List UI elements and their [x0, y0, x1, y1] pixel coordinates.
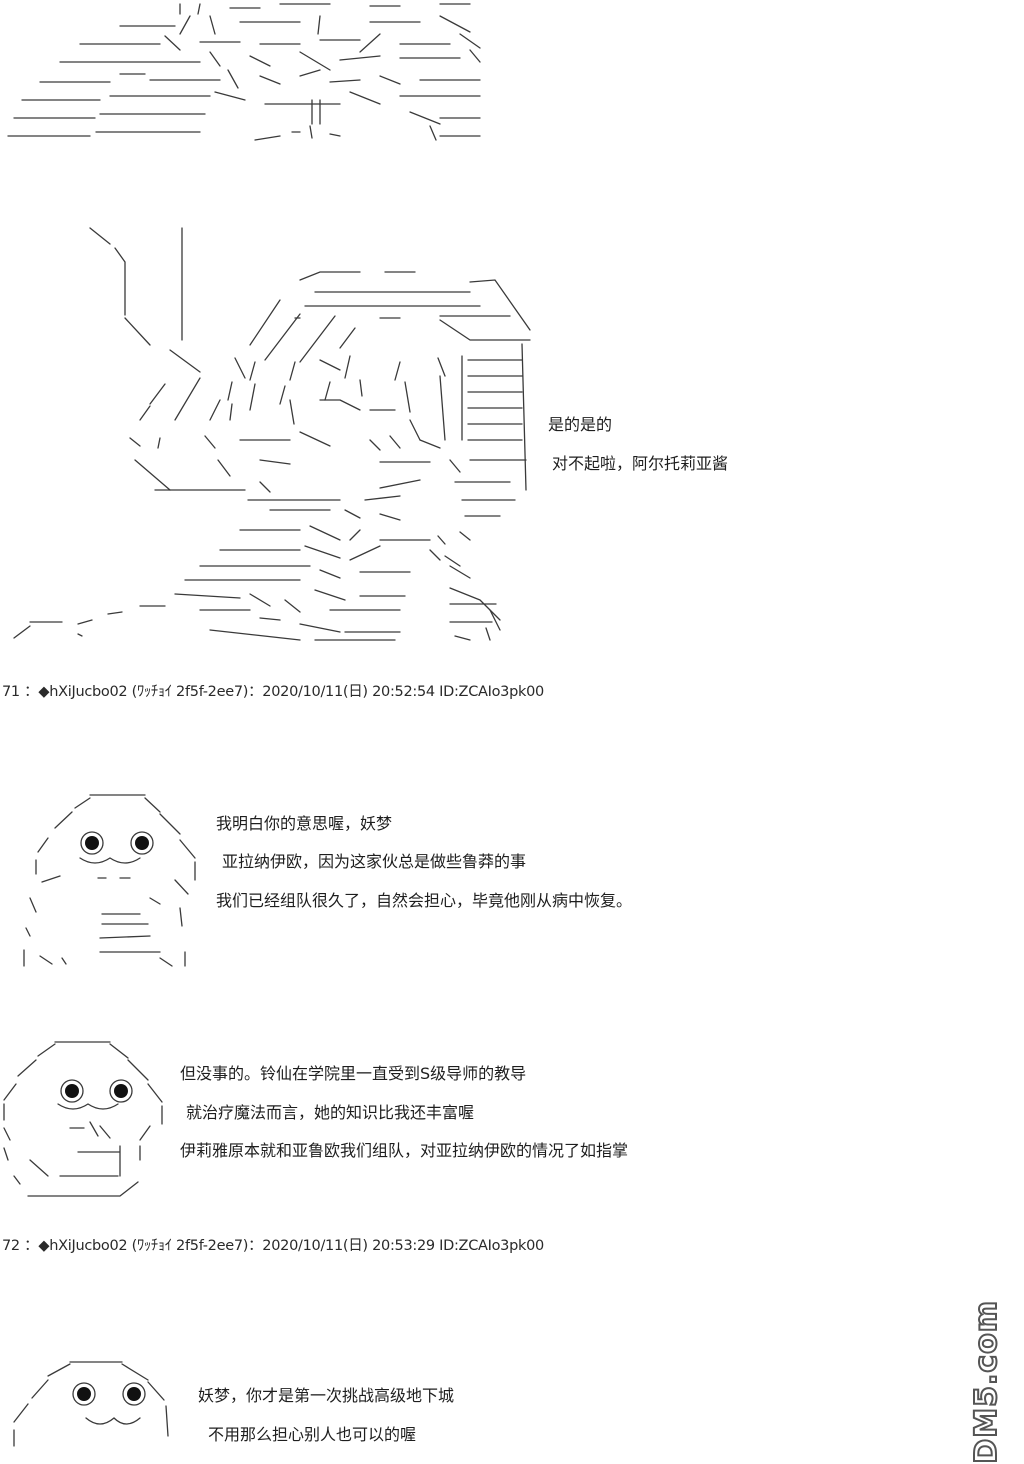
dialogue-line: 但没事的。铃仙在学院里一直受到S级导师的教导: [180, 1064, 527, 1083]
ascii-art-eyes-outline-3: [60, 1079, 133, 1103]
dialogue-line: 妖梦，你才是第一次挑战高级地下城: [198, 1386, 455, 1405]
ascii-art-eyes-outline-2: [80, 831, 154, 855]
dialogue-line: 伊莉雅原本就和亚鲁欧我们组队，对亚拉纳伊欧的情况了如指掌: [180, 1141, 629, 1160]
dialogue-line: 不用那么担心别人也可以的喔: [208, 1425, 417, 1444]
ascii-art-eyes-2: [85, 836, 149, 850]
ascii-art-character-3: [3, 1041, 163, 1197]
ascii-art-character-4: [13, 1361, 169, 1447]
watermark-logo: DM5.com: [968, 1299, 1005, 1464]
dialogue-line: 就治疗魔法而言，她的知识比我还丰富喔: [186, 1103, 475, 1122]
ascii-art-character-1: [13, 227, 531, 641]
ascii-art-eyes-3: [65, 1084, 128, 1098]
dialogue-line: 对不起啦，阿尔托莉亚酱: [552, 454, 729, 473]
ascii-art-eyes-outline-4: [72, 1382, 146, 1406]
post-header-72: 72 ：◆hXiJucbo02 (ﾜｯﾁｮｲ 2f5f-2ee7)：2020/1…: [2, 1238, 544, 1254]
dialogue-line: 我明白你的意思喔，妖梦: [216, 814, 393, 833]
post-header-71: 71 ：◆hXiJucbo02 (ﾜｯﾁｮｲ 2f5f-2ee7)：2020/1…: [2, 684, 544, 700]
ascii-art-character-2: [23, 794, 196, 967]
dialogue-line: 我们已经组队很久了，自然会担心，毕竟他刚从病中恢复。: [216, 891, 633, 910]
dialogue-line: 是的是的: [548, 415, 613, 434]
ascii-art-top: [7, 3, 481, 141]
ascii-art-eyes-4: [77, 1387, 141, 1401]
dialogue-line: 亚拉纳伊欧，因为这家伙总是做些鲁莽的事: [222, 852, 527, 871]
